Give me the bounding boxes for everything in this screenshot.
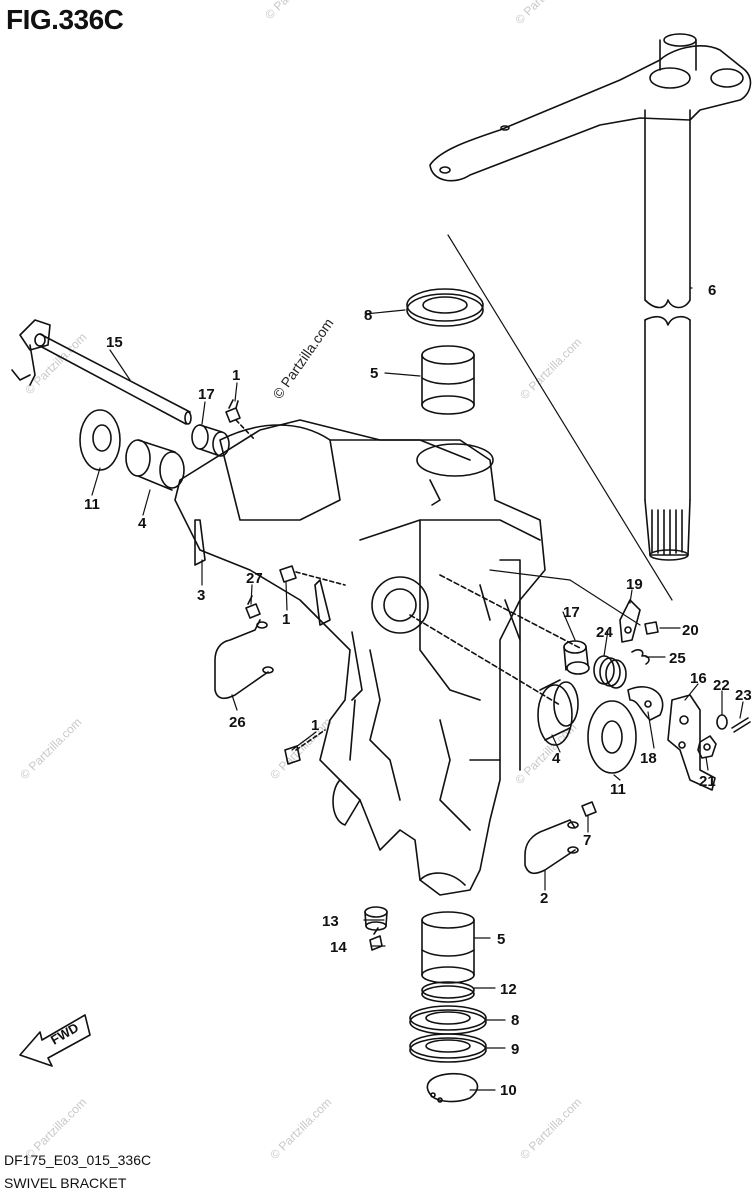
watermark: © Partzilla.com	[512, 0, 579, 27]
callout-7: 7	[583, 832, 591, 849]
leader-line	[489, 569, 571, 581]
callout-4-right: 4	[552, 750, 561, 767]
callout-18: 18	[640, 750, 657, 767]
bolt-part-20	[644, 621, 659, 635]
bushing-part-5-bottom	[421, 911, 475, 984]
callout-6: 6	[708, 282, 716, 299]
washer-part-11-right	[587, 700, 637, 774]
ground-wire-part-26	[214, 619, 274, 700]
leader-line	[235, 419, 256, 441]
callout-8-bottom: 8	[511, 1012, 519, 1029]
snap-ring-part-10	[426, 1072, 479, 1103]
callout-15: 15	[106, 334, 123, 351]
bolt-part-27	[245, 595, 261, 619]
washer-part-8-top	[406, 288, 484, 327]
callout-25: 25	[669, 650, 686, 667]
callout-21: 21	[699, 773, 716, 790]
callout-1-lower: 1	[311, 717, 319, 734]
watermark: © Partzilla.com	[262, 0, 329, 22]
washer-part-11-left	[79, 409, 121, 471]
callout-1-top: 1	[232, 367, 240, 384]
callout-4-left: 4	[138, 515, 147, 532]
fwd-arrow: FWD	[19, 1014, 91, 1067]
callout-5-top: 5	[370, 365, 378, 382]
steering-shaft-part-6	[429, 33, 752, 561]
spring-part-24	[593, 655, 627, 689]
callout-13: 13	[322, 913, 339, 930]
watermark: © Partzilla.com	[267, 1095, 334, 1162]
tilt-rod-part-15	[11, 319, 192, 425]
callout-3: 3	[197, 587, 205, 604]
cushion-part-13	[364, 906, 388, 931]
lever-part-18	[627, 686, 664, 721]
nut-part-21	[697, 735, 717, 759]
callout-labels: 15 17 1 11 4 3 8 5 6 27 1 26 1 17 24 19 …	[84, 282, 752, 1099]
washer-part-8-bottom	[409, 1005, 487, 1035]
callout-9: 9	[511, 1041, 519, 1058]
spring-part-25	[631, 649, 650, 665]
callout-16: 16	[690, 670, 707, 687]
watermark: © Partzilla.com	[517, 1095, 584, 1162]
callout-1-middle: 1	[282, 611, 290, 628]
grease-nipple-part-1-lower	[284, 729, 326, 765]
callout-2: 2	[540, 890, 548, 907]
bushing-part-4-right	[537, 679, 579, 746]
callout-14: 14	[330, 939, 347, 956]
callout-11-left: 11	[84, 496, 100, 513]
watermark: © Partzilla.com	[517, 335, 584, 402]
callout-11-right: 11	[610, 781, 626, 798]
swivel-bracket-body	[174, 419, 546, 896]
callout-10: 10	[500, 1082, 517, 1099]
pivot-axis-lines	[409, 574, 581, 706]
bushing-part-17-right	[563, 640, 590, 675]
bushing-part-5-top	[421, 345, 475, 415]
callout-8-top: 8	[364, 307, 372, 324]
leader-line	[569, 579, 641, 626]
plate-part-16	[667, 694, 716, 791]
pin-part-23	[731, 717, 751, 733]
callout-17-right: 17	[563, 604, 580, 621]
callout-24: 24	[596, 624, 613, 641]
leader-line	[447, 234, 673, 601]
watermark: © Partzilla.com	[269, 315, 336, 401]
washer-part-9	[409, 1033, 487, 1063]
callout-26: 26	[229, 714, 246, 731]
callout-17-left: 17	[198, 386, 215, 403]
bushing-part-4-left	[125, 439, 185, 491]
figure-name: SWIVEL BRACKET	[4, 1175, 127, 1191]
figure-code: DF175_E03_015_336C	[4, 1152, 152, 1168]
watermark: © Partzilla.com	[17, 715, 84, 782]
screw-part-14	[369, 927, 383, 951]
callout-19: 19	[626, 576, 643, 593]
grease-nipple-part-1-middle	[279, 565, 346, 586]
callout-22: 22	[713, 677, 730, 694]
callout-20: 20	[682, 622, 699, 639]
callout-5-bottom: 5	[497, 931, 505, 948]
callout-27: 27	[246, 570, 263, 587]
callout-12: 12	[500, 981, 517, 998]
bushing-part-17-left	[191, 424, 230, 457]
figure-title: FIG.336C	[6, 4, 124, 35]
watermark: © Partzilla.com	[267, 715, 334, 782]
callout-leaders	[91, 287, 744, 1091]
o-ring-part-12	[421, 981, 475, 1003]
callout-23: 23	[735, 687, 752, 704]
watermark: © Partzilla.com	[22, 330, 89, 397]
ground-wire-part-2	[524, 819, 579, 875]
washer-part-22	[716, 714, 728, 730]
bolt-part-7	[581, 801, 597, 817]
bracket-part-19	[619, 599, 641, 643]
grease-nipple-part-1-top	[225, 399, 241, 423]
